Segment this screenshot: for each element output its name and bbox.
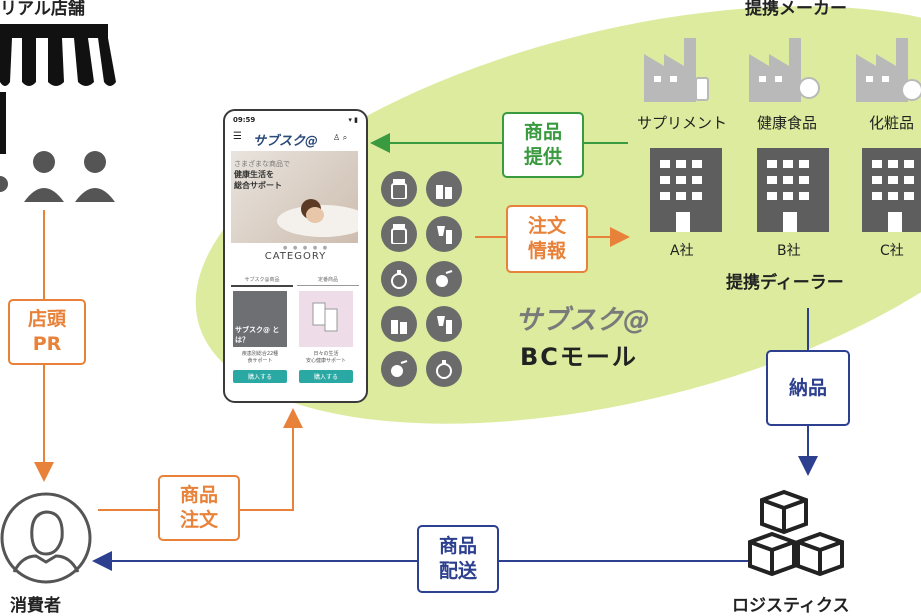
card-phones-image xyxy=(312,302,338,332)
store-icon xyxy=(0,24,116,202)
phone-product-card[interactable] xyxy=(299,291,353,347)
factory-cosmetics-icon xyxy=(856,38,921,102)
phone-category-heading: CATEGORY xyxy=(264,251,327,262)
phone-time: 09:59 xyxy=(233,116,256,124)
dealers-title: 提携ディーラー xyxy=(726,273,844,293)
fruit-icon xyxy=(426,261,462,297)
phone-tab-subscription[interactable]: サブスク@商品 xyxy=(231,274,293,287)
order-info-label: 注文 情報 xyxy=(506,205,588,273)
dealer-label-c: C社 xyxy=(880,243,904,259)
brand-mall: BCモール xyxy=(520,343,638,371)
buy-button[interactable]: 購入する xyxy=(299,370,353,383)
product-order-label: 商品 注文 xyxy=(158,475,240,541)
phone-tab-regular[interactable]: 定番商品 xyxy=(297,274,359,286)
drink-glass-icon xyxy=(426,306,462,342)
factory-food-icon xyxy=(749,38,820,102)
maker-label-cosmetics: 化粧品 xyxy=(869,114,915,132)
dealer-label-a: A社 xyxy=(670,243,694,259)
logistics-boxes-icon xyxy=(748,489,844,577)
perfume-icon xyxy=(381,261,417,297)
building-c-icon xyxy=(862,148,921,232)
phone-logo: サブスク@ xyxy=(253,134,319,149)
phone-mockup: 09:59 ▾ ▮ ☰ サブスク@ ♙ ⌕ さまざまな商品で 健康生活を 総合サ… xyxy=(223,109,368,403)
cosmetic-bottles-icon xyxy=(381,306,417,342)
card-caption: 日々の生活 安心健康サポート xyxy=(305,351,346,364)
hero-line1: さまざまな商品で xyxy=(234,160,290,168)
perfume-icon xyxy=(426,351,462,387)
card-caption: 疾患別総合22種 食サポート xyxy=(241,351,279,364)
dealer-label-b: B社 xyxy=(777,243,801,259)
building-a-icon xyxy=(650,148,722,232)
hero-line2: 健康生活を 総合サポート xyxy=(234,170,282,190)
building-b-icon xyxy=(757,148,829,232)
card-overlay-text: サブスク@ とは？ xyxy=(235,326,280,344)
phone-hero-banner[interactable]: さまざまな商品で 健康生活を 総合サポート xyxy=(231,151,358,243)
cosmetic-bottles-icon xyxy=(426,171,462,207)
drink-glass-icon xyxy=(426,216,462,252)
supply-label: 商品 提供 xyxy=(502,112,584,178)
phone-signal-icon: ▾ ▮ xyxy=(348,116,358,124)
store-pr-label: 店頭 PR xyxy=(8,299,86,365)
consumer-icon xyxy=(0,492,92,584)
hero-person-image xyxy=(277,199,358,237)
phone-user-search-icon[interactable]: ♙ ⌕ xyxy=(333,133,348,142)
carousel-dots[interactable]: ● ● ● ● ● xyxy=(283,245,330,251)
phone-menu-icon[interactable]: ☰ xyxy=(233,131,242,142)
maker-label-supplement: サプリメント xyxy=(637,114,728,132)
consumer-label: 消費者 xyxy=(10,596,61,616)
phone-product-card[interactable]: サブスク@ とは？ xyxy=(233,291,287,347)
store-title: リアル店舗 xyxy=(0,0,85,19)
shipping-label: 商品 配送 xyxy=(417,525,499,593)
logistics-label: ロジスティクス xyxy=(732,596,850,616)
supplement-bottle-icon xyxy=(381,171,417,207)
delivery-in-label: 納品 xyxy=(766,350,850,426)
factory-supplement-icon xyxy=(644,38,709,102)
fruit-icon xyxy=(381,351,417,387)
makers-title: 提携メーカー xyxy=(745,0,847,19)
buy-button[interactable]: 購入する xyxy=(233,370,287,383)
brand-logo: サブスク@ xyxy=(515,305,650,336)
maker-label-food: 健康食品 xyxy=(757,114,818,132)
supplement-bottle-icon xyxy=(381,216,417,252)
